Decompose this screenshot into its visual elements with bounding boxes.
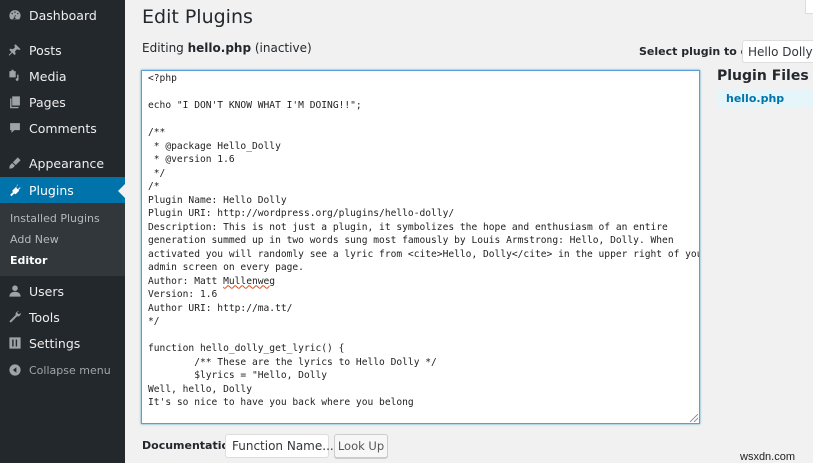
collapse-menu-button[interactable]: Collapse menu [0, 357, 125, 383]
code-lines-bottom: Version: 1.6 Author URI: http://ma.tt/ *… [148, 289, 437, 408]
sidebar-item-settings[interactable]: Settings [0, 330, 125, 356]
sidebar-item-label: Users [29, 283, 65, 299]
screen-options-corner[interactable] [805, 0, 813, 14]
sidebar-item-label: Media [29, 68, 67, 84]
plug-icon [8, 183, 22, 197]
select-plugin-label: Select plugin to edit: [639, 45, 770, 58]
current-page-arrow [118, 184, 125, 198]
sidebar-item-label: Pages [29, 94, 66, 110]
sliders-icon [8, 336, 22, 350]
user-icon [8, 284, 22, 298]
documentation-select[interactable]: Function Name... ▴▾ [225, 434, 347, 458]
collapse-arrow-icon [8, 363, 22, 377]
sidebar-item-plugins[interactable]: Plugins [0, 177, 125, 203]
documentation-select-value: Function Name... [232, 439, 334, 453]
plugin-file-link[interactable]: hello.php [717, 90, 813, 108]
editing-inactive: (inactive) [251, 41, 312, 55]
sidebar-item-dashboard[interactable]: Dashboard [0, 2, 125, 28]
sidebar-item-appearance[interactable]: Appearance [0, 150, 125, 176]
sidebar-item-label: Appearance [29, 155, 105, 171]
editing-filename: hello.php [187, 41, 252, 55]
pin-icon [8, 43, 22, 57]
sidebar-item-tools[interactable]: Tools [0, 304, 125, 330]
paintbrush-icon [8, 156, 22, 170]
media-icon [8, 69, 22, 83]
sidebar-item-pages[interactable]: Pages [0, 89, 125, 115]
editing-status: Editing hello.php (inactive) [142, 41, 312, 55]
wrench-icon [8, 310, 22, 324]
look-up-button[interactable]: Look Up [334, 434, 388, 458]
pages-icon [8, 95, 22, 109]
plugins-submenu: Installed Plugins Add New Editor [0, 203, 125, 276]
submenu-installed-plugins[interactable]: Installed Plugins [10, 212, 100, 225]
code-editor-textarea[interactable]: <?php echo "I DON'T KNOW WHAT I'M DOING!… [141, 70, 700, 424]
sidebar-item-label: Tools [29, 309, 60, 325]
plugin-files-heading: Plugin Files [717, 68, 809, 84]
comment-icon [8, 121, 22, 135]
sidebar-item-label: Settings [29, 335, 81, 351]
plugin-select-value: Hello Dolly [748, 44, 813, 59]
code-content[interactable]: <?php echo "I DON'T KNOW WHAT I'M DOING!… [142, 71, 699, 411]
spellcheck-word: Mullenweg [223, 275, 276, 287]
editing-prefix: Editing [142, 41, 188, 55]
code-lines-top: <?php echo "I DON'T KNOW WHAT I'M DOING!… [148, 73, 699, 273]
collapse-menu-label: Collapse menu [29, 363, 111, 377]
code-author-prefix: Author: Matt [148, 275, 224, 287]
sidebar-item-media[interactable]: Media [0, 63, 125, 89]
page-title: Edit Plugins [142, 6, 253, 28]
sidebar-item-label: Posts [29, 42, 62, 58]
sidebar-item-label: Comments [29, 120, 97, 136]
plugin-select[interactable]: Hello Dolly ▴▾ [742, 40, 813, 63]
sidebar-item-users[interactable]: Users [0, 278, 125, 304]
submenu-add-new[interactable]: Add New [10, 233, 59, 246]
documentation-label: Documentation: [142, 439, 242, 452]
sidebar-item-label: Dashboard [29, 7, 97, 23]
sidebar-item-comments[interactable]: Comments [0, 115, 125, 141]
resize-handle-icon[interactable] [690, 414, 698, 422]
admin-sidebar: Dashboard Posts Media Pages Comments App… [0, 0, 125, 463]
sidebar-item-posts[interactable]: Posts [0, 37, 125, 63]
watermark: wsxdn.com [740, 451, 796, 463]
submenu-editor[interactable]: Editor [10, 254, 48, 267]
sidebar-item-label: Plugins [29, 182, 74, 198]
dashboard-icon [8, 8, 22, 22]
